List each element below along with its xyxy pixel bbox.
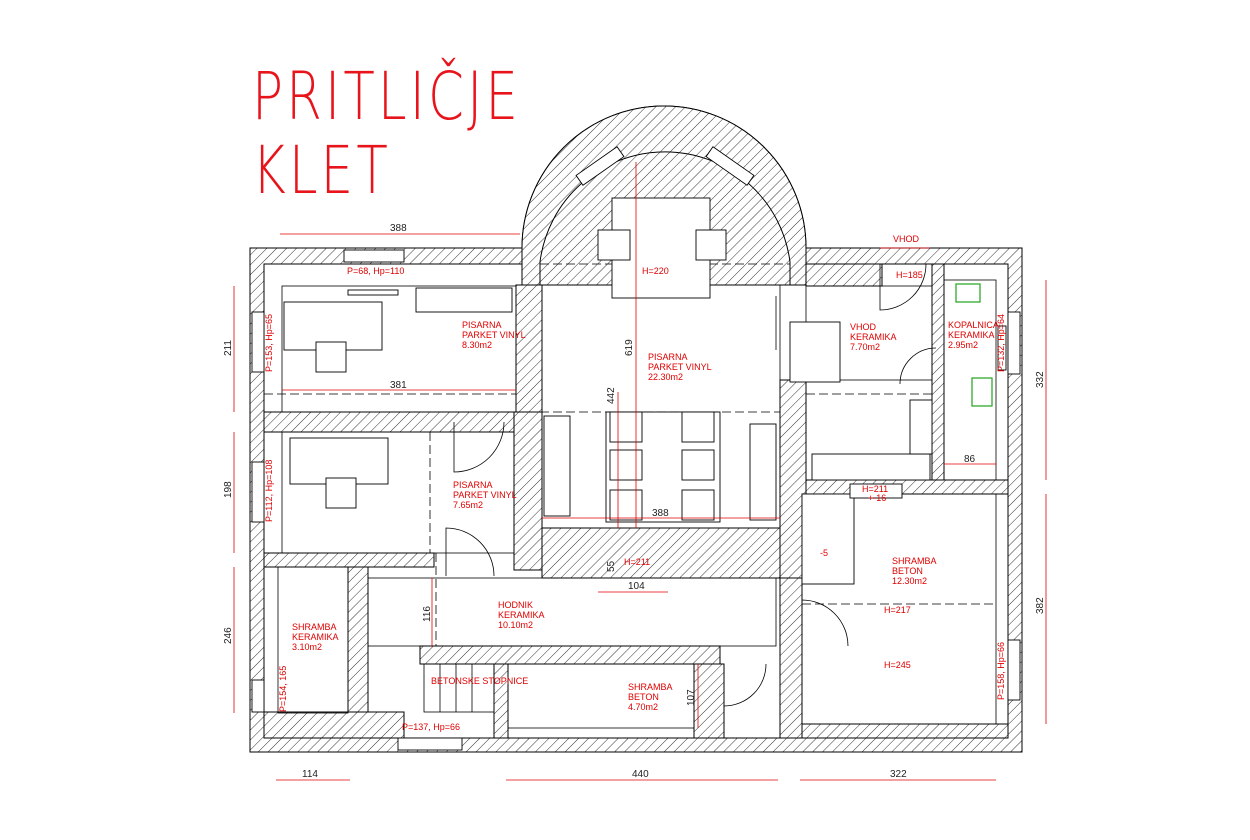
wall-office-mid-right [513,411,543,571]
annotations: P=68, Hp=110 P=153, Hp=65 P=112, Hp=108 … [264,266,1006,732]
svg-text:P=112, Hp=108: P=112, Hp=108 [264,460,274,522]
svg-text:P=158, Hp=66: P=158, Hp=66 [996,642,1006,700]
svg-text:619: 619 [624,339,635,356]
dimension-lines [233,162,1047,781]
svg-text:440: 440 [632,769,649,780]
svg-text:104: 104 [628,581,645,592]
doors [445,263,937,707]
svg-text:BETONSKE STOPNICE: BETONSKE STOPNICE [431,676,528,686]
svg-text:P=132, Hp=64: P=132, Hp=64 [996,314,1006,372]
svg-text:107: 107 [686,689,697,706]
svg-text:198: 198 [223,481,234,498]
title-basement: KLET [252,132,391,209]
svg-text:55: 55 [606,560,617,572]
svg-text:86: 86 [964,454,976,465]
wall-office-top-right [515,284,543,413]
windows [251,146,1021,751]
wall-storage-left-right [347,566,369,714]
svg-text:H=217: H=217 [884,605,911,615]
svg-text:114: 114 [302,769,318,780]
title-ground-floor: PRITLIČJE [252,58,522,135]
wall-right-mid [805,479,1009,495]
wall-right-lower-mid [801,723,1009,739]
svg-text:388: 388 [390,223,407,234]
wall-corridor-bottom [419,645,721,665]
svg-text:388: 388 [652,508,669,519]
wall-main-bottom [541,527,783,579]
wall-vhod-right [931,263,945,485]
svg-text:H=220: H=220 [642,266,669,276]
svg-text:442: 442 [606,387,617,404]
stairs-treads [439,664,473,712]
wall-vhod-top [805,263,883,287]
wall-office-top-bottom [263,411,523,433]
svg-text:246: 246 [223,627,234,644]
svg-text:322: 322 [890,769,907,780]
svg-text:382: 382 [1035,597,1046,614]
svg-text:H=211: H=211 [624,557,650,567]
dashed-lines [264,263,996,646]
svg-text:P=153, Hp=65: P=153, Hp=65 [264,314,274,372]
svg-text:P=154, 165: P=154, 165 [278,666,288,712]
svg-text:381: 381 [390,380,407,391]
svg-text:H=185: H=185 [896,270,923,280]
svg-text:211: 211 [223,340,234,356]
wall-main-right [779,379,807,579]
dimension-labels: 388 381 619 442 388 55 104 116 107 86 21… [223,223,1046,780]
svg-text:+-16: +-16 [868,493,886,503]
svg-text:H=245: H=245 [884,660,911,670]
wall-bottom-left [263,711,405,739]
svg-text:332: 332 [1035,371,1046,388]
svg-text:P=68, Hp=110: P=68, Hp=110 [347,266,404,276]
svg-text:VHOD: VHOD [893,234,920,244]
svg-text:H=211: H=211 [862,484,888,494]
wall-right-lower [779,577,803,739]
svg-text:116: 116 [422,606,433,622]
wall-storage-bottom-mid [693,663,725,739]
svg-text:-5: -5 [820,548,828,558]
furniture [283,197,1007,712]
wall-office-mid-bottom [263,552,435,568]
svg-text:P=137, Hp=66: P=137, Hp=66 [402,722,460,732]
